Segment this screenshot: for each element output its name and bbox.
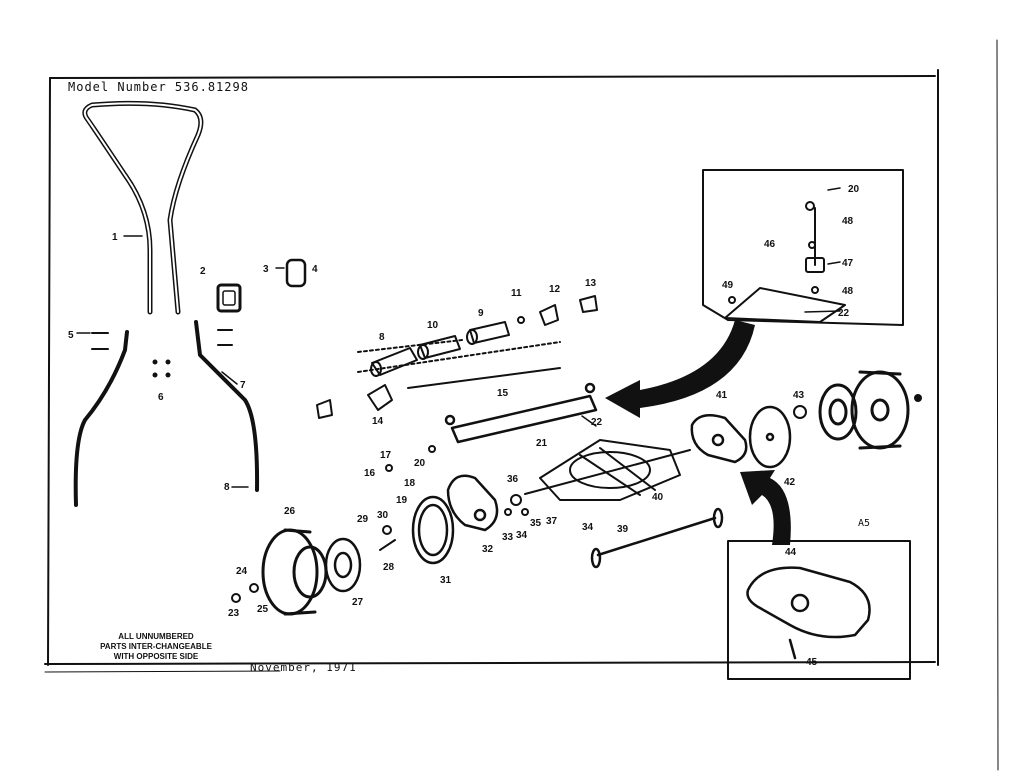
side-plate-part-41 bbox=[690, 413, 748, 464]
callout-39: 39 bbox=[617, 524, 629, 535]
page-frame bbox=[44, 39, 999, 771]
leader-lines bbox=[76, 187, 841, 488]
callout-4: 4 bbox=[312, 264, 318, 275]
callout-15: 15 bbox=[497, 388, 509, 399]
note-line-3: WITH OPPOSITE SIDE bbox=[113, 652, 199, 661]
callout-22a: 22 bbox=[591, 417, 603, 428]
bolts-part-5 bbox=[91, 329, 233, 350]
callout-32: 32 bbox=[482, 544, 494, 555]
callout-16: 16 bbox=[364, 468, 376, 479]
wheel-right bbox=[818, 370, 910, 450]
callout-21: 21 bbox=[536, 438, 548, 449]
callout-48a: 48 bbox=[842, 216, 854, 227]
callout-17: 17 bbox=[380, 450, 392, 461]
callout-27: 27 bbox=[352, 597, 364, 608]
small-hardware bbox=[231, 445, 529, 603]
callout-1: 1 bbox=[112, 232, 118, 243]
rollers bbox=[357, 321, 561, 377]
callout-41: 41 bbox=[716, 390, 728, 401]
bracket-part-14 bbox=[316, 384, 393, 419]
callout-45: 45 bbox=[806, 657, 818, 668]
callout-18: 18 bbox=[404, 478, 416, 489]
nut-right bbox=[914, 394, 922, 402]
callout-10: 10 bbox=[427, 320, 439, 331]
rod-part-15 bbox=[407, 367, 561, 389]
callout-20b: 20 bbox=[414, 458, 426, 469]
nuts-part-6 bbox=[152, 359, 171, 378]
callout-26: 26 bbox=[284, 506, 296, 517]
callout-13: 13 bbox=[585, 278, 597, 289]
handle-lower-left bbox=[73, 330, 129, 507]
callout-14: 14 bbox=[372, 416, 384, 427]
callout-34a: 34 bbox=[516, 530, 528, 541]
callout-20a: 20 bbox=[848, 184, 860, 195]
callout-12: 12 bbox=[549, 284, 561, 295]
callout-24: 24 bbox=[236, 566, 248, 577]
callout-2: 2 bbox=[200, 266, 206, 277]
callout-28: 28 bbox=[383, 562, 395, 573]
callout-36: 36 bbox=[507, 474, 519, 485]
reel-part-40 bbox=[524, 439, 691, 501]
callout-49: 49 bbox=[722, 280, 734, 291]
callout-5: 5 bbox=[68, 330, 74, 341]
callout-47: 47 bbox=[842, 258, 854, 269]
callout-22b: 22 bbox=[838, 308, 850, 319]
callout-31: 31 bbox=[440, 575, 452, 586]
callout-29: 29 bbox=[357, 514, 369, 525]
callout-11: 11 bbox=[511, 288, 522, 299]
callout-19: 19 bbox=[396, 495, 408, 506]
callout-7: 7 bbox=[240, 380, 246, 391]
callout-8b: 8 bbox=[379, 332, 385, 343]
note-line-1: ALL UNNUMBERED bbox=[118, 632, 194, 641]
gear-part-43 bbox=[793, 405, 807, 419]
parts-11-13 bbox=[517, 295, 598, 326]
callout-44: 44 bbox=[785, 547, 797, 558]
inset-bottom-plate bbox=[746, 566, 871, 660]
inset-box-bottom bbox=[727, 540, 911, 680]
arrow-to-bar bbox=[605, 320, 755, 418]
callout-6: 6 bbox=[158, 392, 164, 403]
callout-40: 40 bbox=[652, 492, 664, 503]
callout-48b: 48 bbox=[842, 286, 854, 297]
axle-part-39 bbox=[590, 507, 724, 569]
callout-34b: 34 bbox=[582, 522, 594, 533]
model-number-title: Model Number 536.81298 bbox=[68, 80, 249, 94]
tire-part-26 bbox=[261, 528, 328, 616]
callout-30: 30 bbox=[377, 510, 389, 521]
handle-upper-inner bbox=[83, 102, 202, 313]
callout-37: 37 bbox=[546, 516, 558, 527]
callout-43: 43 bbox=[793, 390, 805, 401]
callout-25: 25 bbox=[257, 604, 269, 615]
handle-lower-right bbox=[194, 320, 260, 492]
callout-46: 46 bbox=[764, 239, 776, 250]
callout-9: 9 bbox=[478, 308, 484, 319]
hubcap-part-42 bbox=[748, 405, 792, 469]
callout-3: 3 bbox=[263, 264, 269, 275]
callout-23: 23 bbox=[228, 608, 240, 619]
inset-top-parts bbox=[724, 201, 846, 323]
side-plate-part-32 bbox=[446, 474, 499, 532]
grip-part-4 bbox=[285, 258, 307, 288]
gear-part-27 bbox=[324, 537, 362, 593]
callout-42: 42 bbox=[784, 477, 796, 488]
callout-33: 33 bbox=[502, 532, 514, 543]
note-line-2: PARTS INTER-CHANGEABLE bbox=[100, 642, 212, 651]
inset-label: A5 bbox=[858, 518, 871, 529]
hubcap-part-31 bbox=[411, 495, 455, 565]
interchangeable-note: ALL UNNUMBERED PARTS INTER-CHANGEABLE WI… bbox=[86, 632, 226, 662]
callout-35: 35 bbox=[530, 518, 542, 529]
callout-8a: 8 bbox=[224, 482, 230, 493]
arrow-from-inset bbox=[740, 470, 791, 545]
bracket-part-2 bbox=[216, 283, 242, 313]
bar-part-21 bbox=[444, 382, 598, 444]
